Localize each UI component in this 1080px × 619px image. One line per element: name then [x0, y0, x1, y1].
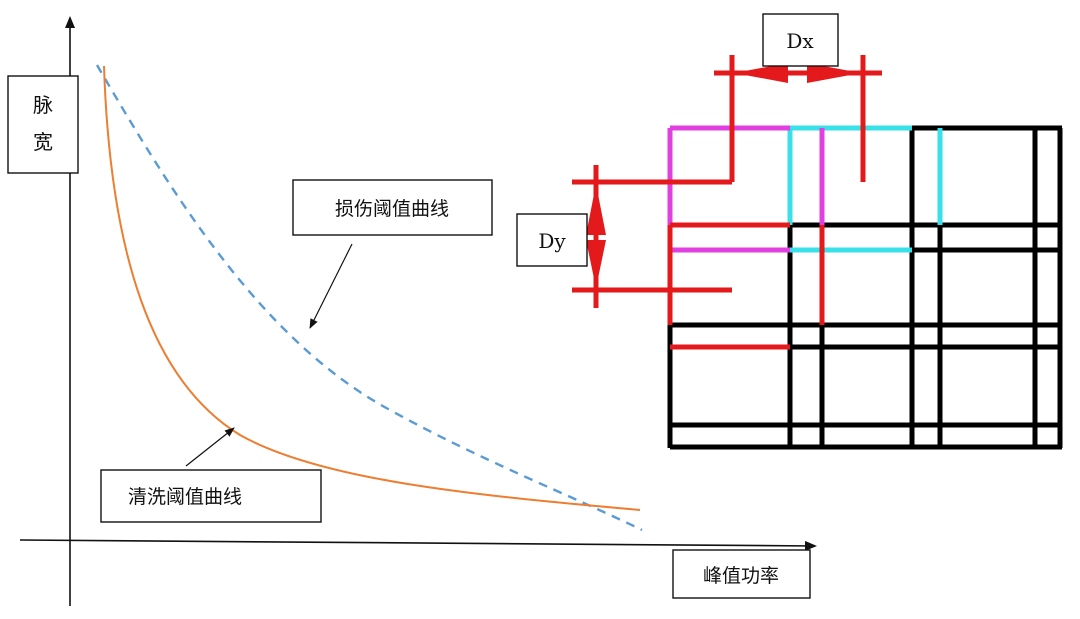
dx-label: Dx [786, 29, 814, 53]
cyan-scan-path [787, 125, 943, 253]
dy-label: Dy [538, 229, 566, 253]
cleaning-threshold-curve [103, 65, 641, 511]
dy-arrow-down [586, 240, 606, 288]
dy-dimension: Dy [516, 165, 606, 308]
scan-grid-diagram: Dx Dy [516, 13, 1063, 450]
dx-dimension: Dx [714, 13, 882, 83]
damage-curve-label-box [292, 179, 493, 236]
dx-label-box [762, 13, 839, 67]
threshold-chart: 脉 宽 损伤阈值曲线 清洗阈值曲线 峰值功率 [7, 16, 817, 606]
y-axis-label-line1: 脉 [33, 93, 53, 117]
dx-arrow-right [807, 63, 861, 83]
dy-label-box [516, 213, 588, 267]
x-axis [19, 539, 817, 551]
cleaning-curve-label: 清洗阈值曲线 [128, 486, 242, 508]
y-axis-label-line2: 宽 [33, 130, 53, 154]
dy-arrow-up [586, 184, 606, 235]
cleaning-curve-label-box [100, 469, 322, 523]
damage-threshold-curve [95, 64, 643, 532]
y-axis-label-box [7, 75, 79, 174]
damage-curve-label: 损伤阈值曲线 [335, 198, 449, 220]
x-axis-label-box [672, 549, 811, 599]
x-axis-label: 峰值功率 [703, 565, 779, 587]
cleaning-label-pointer [185, 427, 235, 467]
dx-arrow-left [734, 63, 788, 83]
magenta-scan-path [667, 125, 825, 253]
red-scan-path [572, 55, 866, 350]
damage-label-pointer [309, 243, 353, 329]
